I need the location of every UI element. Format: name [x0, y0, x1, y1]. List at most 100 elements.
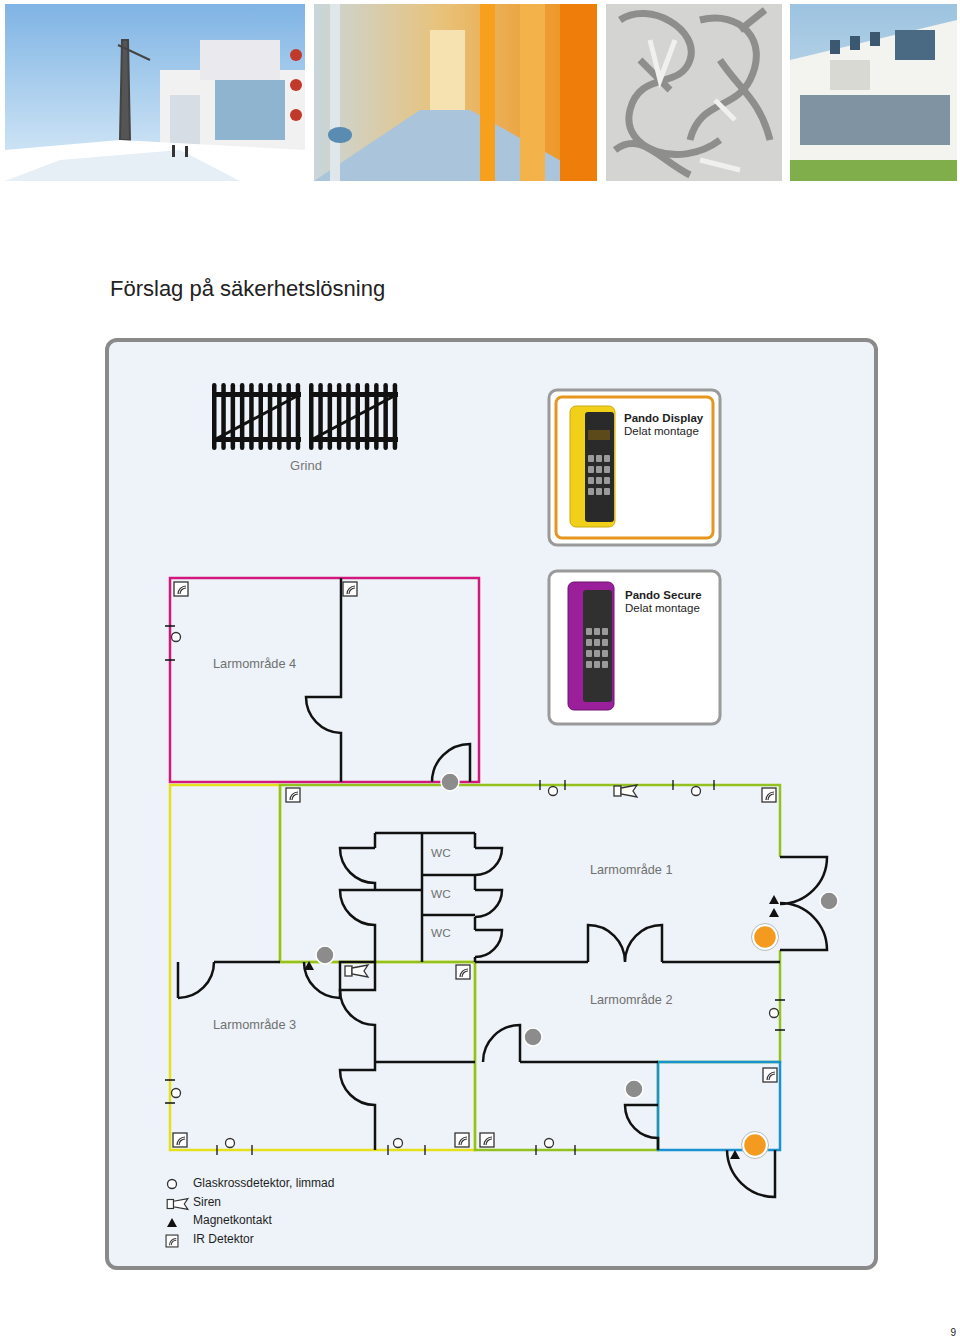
product-boxes — [549, 390, 720, 545]
keypad-button — [604, 455, 610, 462]
keypad-button — [596, 488, 602, 495]
area-label: Larmområde 3 — [213, 1018, 475, 1033]
readers — [441, 773, 459, 791]
legend-samples — [167, 1199, 188, 1210]
detectors — [172, 633, 181, 642]
photo-waterfront — [5, 4, 305, 181]
gate-brace — [214, 395, 299, 440]
keypad-button — [594, 650, 600, 657]
detectors — [456, 965, 470, 979]
photo-waterfront — [290, 109, 302, 121]
detectors — [549, 787, 558, 796]
photo-corridor — [314, 110, 597, 181]
keypad-button — [596, 477, 602, 484]
keypad-button — [604, 466, 610, 473]
keypad-button — [588, 455, 594, 462]
alarm-area-outlines — [475, 962, 780, 1150]
photo-waterfront — [200, 40, 280, 80]
photo-sculpture — [615, 10, 770, 175]
readers — [316, 946, 334, 964]
product-boxes — [549, 390, 720, 724]
photo-building — [790, 4, 957, 181]
detectors — [172, 582, 780, 1159]
photo-corridor — [330, 4, 340, 181]
keypad-button — [604, 477, 610, 484]
detectors — [614, 785, 637, 797]
photo-sculpture — [606, 4, 782, 181]
detectors — [763, 1068, 777, 1082]
alarm-area: Larmområde 2 — [475, 962, 780, 1150]
walls — [474, 833, 477, 962]
product-text: Delat montage — [624, 425, 720, 438]
detectors — [480, 1133, 494, 1147]
page-title: Förslag på säkerhetslösning — [110, 276, 385, 301]
detectors — [173, 1133, 187, 1147]
detectors — [769, 895, 779, 904]
keypad-button — [596, 466, 602, 473]
alarm-area: Larmområde 1WCWCWC — [280, 785, 780, 962]
photo-sculpture — [650, 40, 740, 170]
photo-corridor — [314, 4, 597, 181]
photo-building — [830, 60, 870, 90]
legend-text: Siren — [193, 1196, 221, 1210]
photo-waterfront — [5, 4, 305, 181]
photo-building — [870, 32, 880, 46]
readers — [743, 1133, 767, 1157]
legend-text: Magnetkontakt — [193, 1214, 272, 1228]
photo-waterfront — [118, 40, 150, 140]
readers — [752, 924, 779, 951]
legend-samples — [167, 1199, 188, 1210]
keypad-button — [596, 455, 602, 462]
keypad-button — [594, 628, 600, 635]
keypad-button — [586, 661, 592, 668]
product-text: Pando Secure — [625, 589, 720, 602]
detectors — [226, 1139, 235, 1148]
keypad-illustration — [568, 406, 615, 710]
photo-sculpture — [606, 4, 782, 181]
photo-waterfront — [5, 150, 240, 181]
keypad-button — [586, 628, 592, 635]
walls — [340, 962, 475, 1150]
keypad-illustration — [585, 412, 614, 522]
photo-corridor — [480, 4, 495, 181]
readers — [753, 925, 777, 949]
walls — [306, 578, 341, 782]
detectors — [343, 582, 357, 596]
area-label: WC — [431, 927, 475, 941]
legend-text: Glaskrossdetektor, limmad — [193, 1177, 334, 1191]
photo-corridor — [520, 4, 545, 181]
photo-waterfront — [185, 146, 188, 157]
walls — [625, 1105, 658, 1150]
readers — [524, 1028, 542, 1046]
legend-samples — [168, 1180, 177, 1189]
keypad-button — [594, 661, 600, 668]
gate-brace — [311, 395, 396, 440]
detectors — [455, 1133, 469, 1147]
alarm-area-outlines — [779, 950, 782, 962]
gate-label: Grind — [290, 459, 322, 474]
keypad-button — [602, 650, 608, 657]
photo-corridor — [328, 127, 352, 143]
room: WC — [422, 915, 475, 962]
page-number: 9 — [950, 1327, 956, 1339]
detectors — [394, 1139, 403, 1148]
product-box: Pando DisplayDelat montage — [549, 390, 720, 545]
keypad-button — [586, 650, 592, 657]
detectors — [172, 1089, 181, 1098]
legend-samples — [166, 1235, 178, 1247]
alarm-area: Larmområde 4 — [170, 578, 479, 782]
photo-waterfront — [290, 49, 302, 61]
gate-illustration — [212, 383, 398, 450]
photo-building — [850, 36, 860, 50]
walls — [588, 925, 662, 962]
area-label: WC — [431, 888, 475, 902]
gate-rail — [309, 392, 398, 397]
keypad-illustration — [583, 590, 612, 702]
photo-waterfront — [5, 140, 305, 181]
walls — [475, 848, 502, 957]
keypad-illustration — [570, 406, 615, 527]
keypad-button — [594, 639, 600, 646]
detectors — [762, 788, 776, 802]
